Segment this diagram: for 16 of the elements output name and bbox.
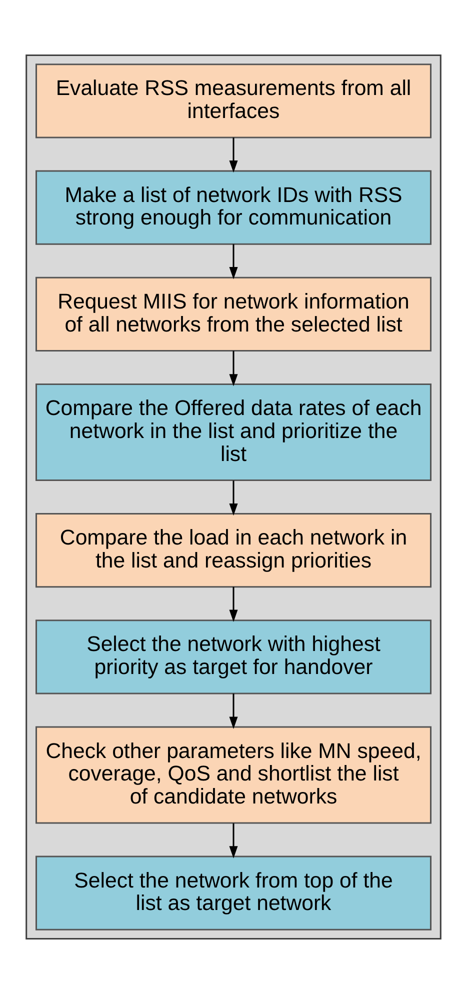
node-box: Make a list of network IDs with RSS strong enough for communication xyxy=(35,170,432,244)
arrow xyxy=(229,480,238,516)
node-box: Select the network with highest priority as target for handover xyxy=(35,619,432,694)
node-box: Compare the load in each network in the list and reassign priorities xyxy=(35,512,432,588)
node-box: Request MIIS for network information of all networks from the selected list xyxy=(35,276,432,352)
node-box: Check other parameters like MN speed, coverage, QoS and shortlist the list of candidate networks xyxy=(35,726,432,824)
arrow xyxy=(229,586,238,622)
cluster xyxy=(26,54,442,939)
node-box: Compare the Offered data rates of each network in the list and prioritize the list xyxy=(35,383,432,480)
arrow xyxy=(229,137,238,172)
arrow xyxy=(229,822,238,858)
arrow xyxy=(229,244,238,279)
node-box: Evaluate RSS measurements from all interfaces xyxy=(35,63,432,138)
arrow xyxy=(229,693,238,728)
arrow xyxy=(229,350,238,386)
node-box: Select the network from top of the list as target network xyxy=(35,855,432,930)
